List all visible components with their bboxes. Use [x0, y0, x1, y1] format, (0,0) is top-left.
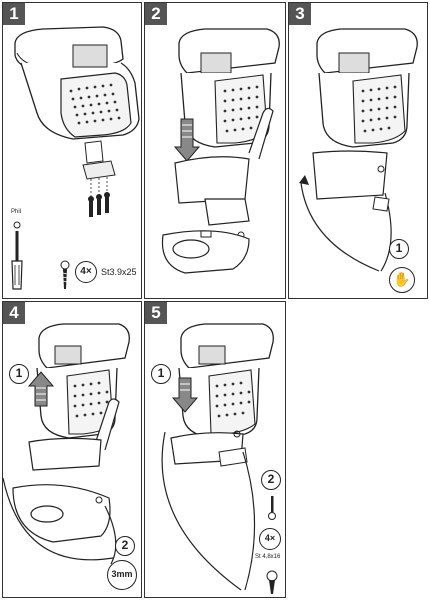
hand-icon: ✋ — [389, 267, 415, 293]
arrow-up-icon — [27, 371, 55, 407]
screw-spec-label: St3.9x25 — [101, 267, 137, 277]
armrest-fold-illustration — [299, 28, 418, 272]
arrow-down-icon — [173, 118, 201, 162]
panel-3: 3 1 ✋ — [288, 2, 428, 299]
panel-number: 1 — [3, 3, 25, 25]
panel-number: 2 — [145, 3, 167, 25]
panel-2: 2 — [144, 2, 286, 299]
screw-icon — [266, 496, 278, 594]
panel-4: 4 1 2 3mm — [2, 301, 142, 598]
hex-key-icon: 3mm — [107, 560, 137, 590]
panel-1: 1 — [2, 2, 142, 299]
panel-5: 5 1 2 4× St 4,8x16 — [144, 301, 286, 598]
panel-number: 4 — [3, 302, 25, 324]
step-badge: 1 — [9, 364, 29, 384]
tool-label: Phil — [11, 209, 22, 215]
armrest-screw-down-illustration — [161, 323, 278, 594]
screwdriver-icon — [11, 221, 23, 290]
step-badge: 1 — [389, 239, 409, 259]
armrest-press-down-illustration — [161, 28, 280, 274]
panel-number: 5 — [145, 302, 167, 324]
empty-cell — [288, 301, 428, 598]
panel-number: 3 — [289, 3, 311, 25]
hex-size-label: 3mm — [111, 569, 133, 579]
step-badge: 2 — [261, 470, 281, 490]
quantity-badge: 4× — [259, 528, 281, 550]
arrow-down-icon — [171, 377, 199, 413]
screw-spec-label: St 4,8x16 — [255, 554, 281, 560]
screw-icon — [60, 260, 70, 289]
step-badge: 2 — [115, 536, 135, 556]
step-badge: 1 — [151, 364, 171, 384]
armrest-lift-up-illustration — [3, 323, 130, 565]
quantity-badge: 4× — [75, 261, 97, 283]
armrest-exploded-illustration — [11, 26, 140, 290]
